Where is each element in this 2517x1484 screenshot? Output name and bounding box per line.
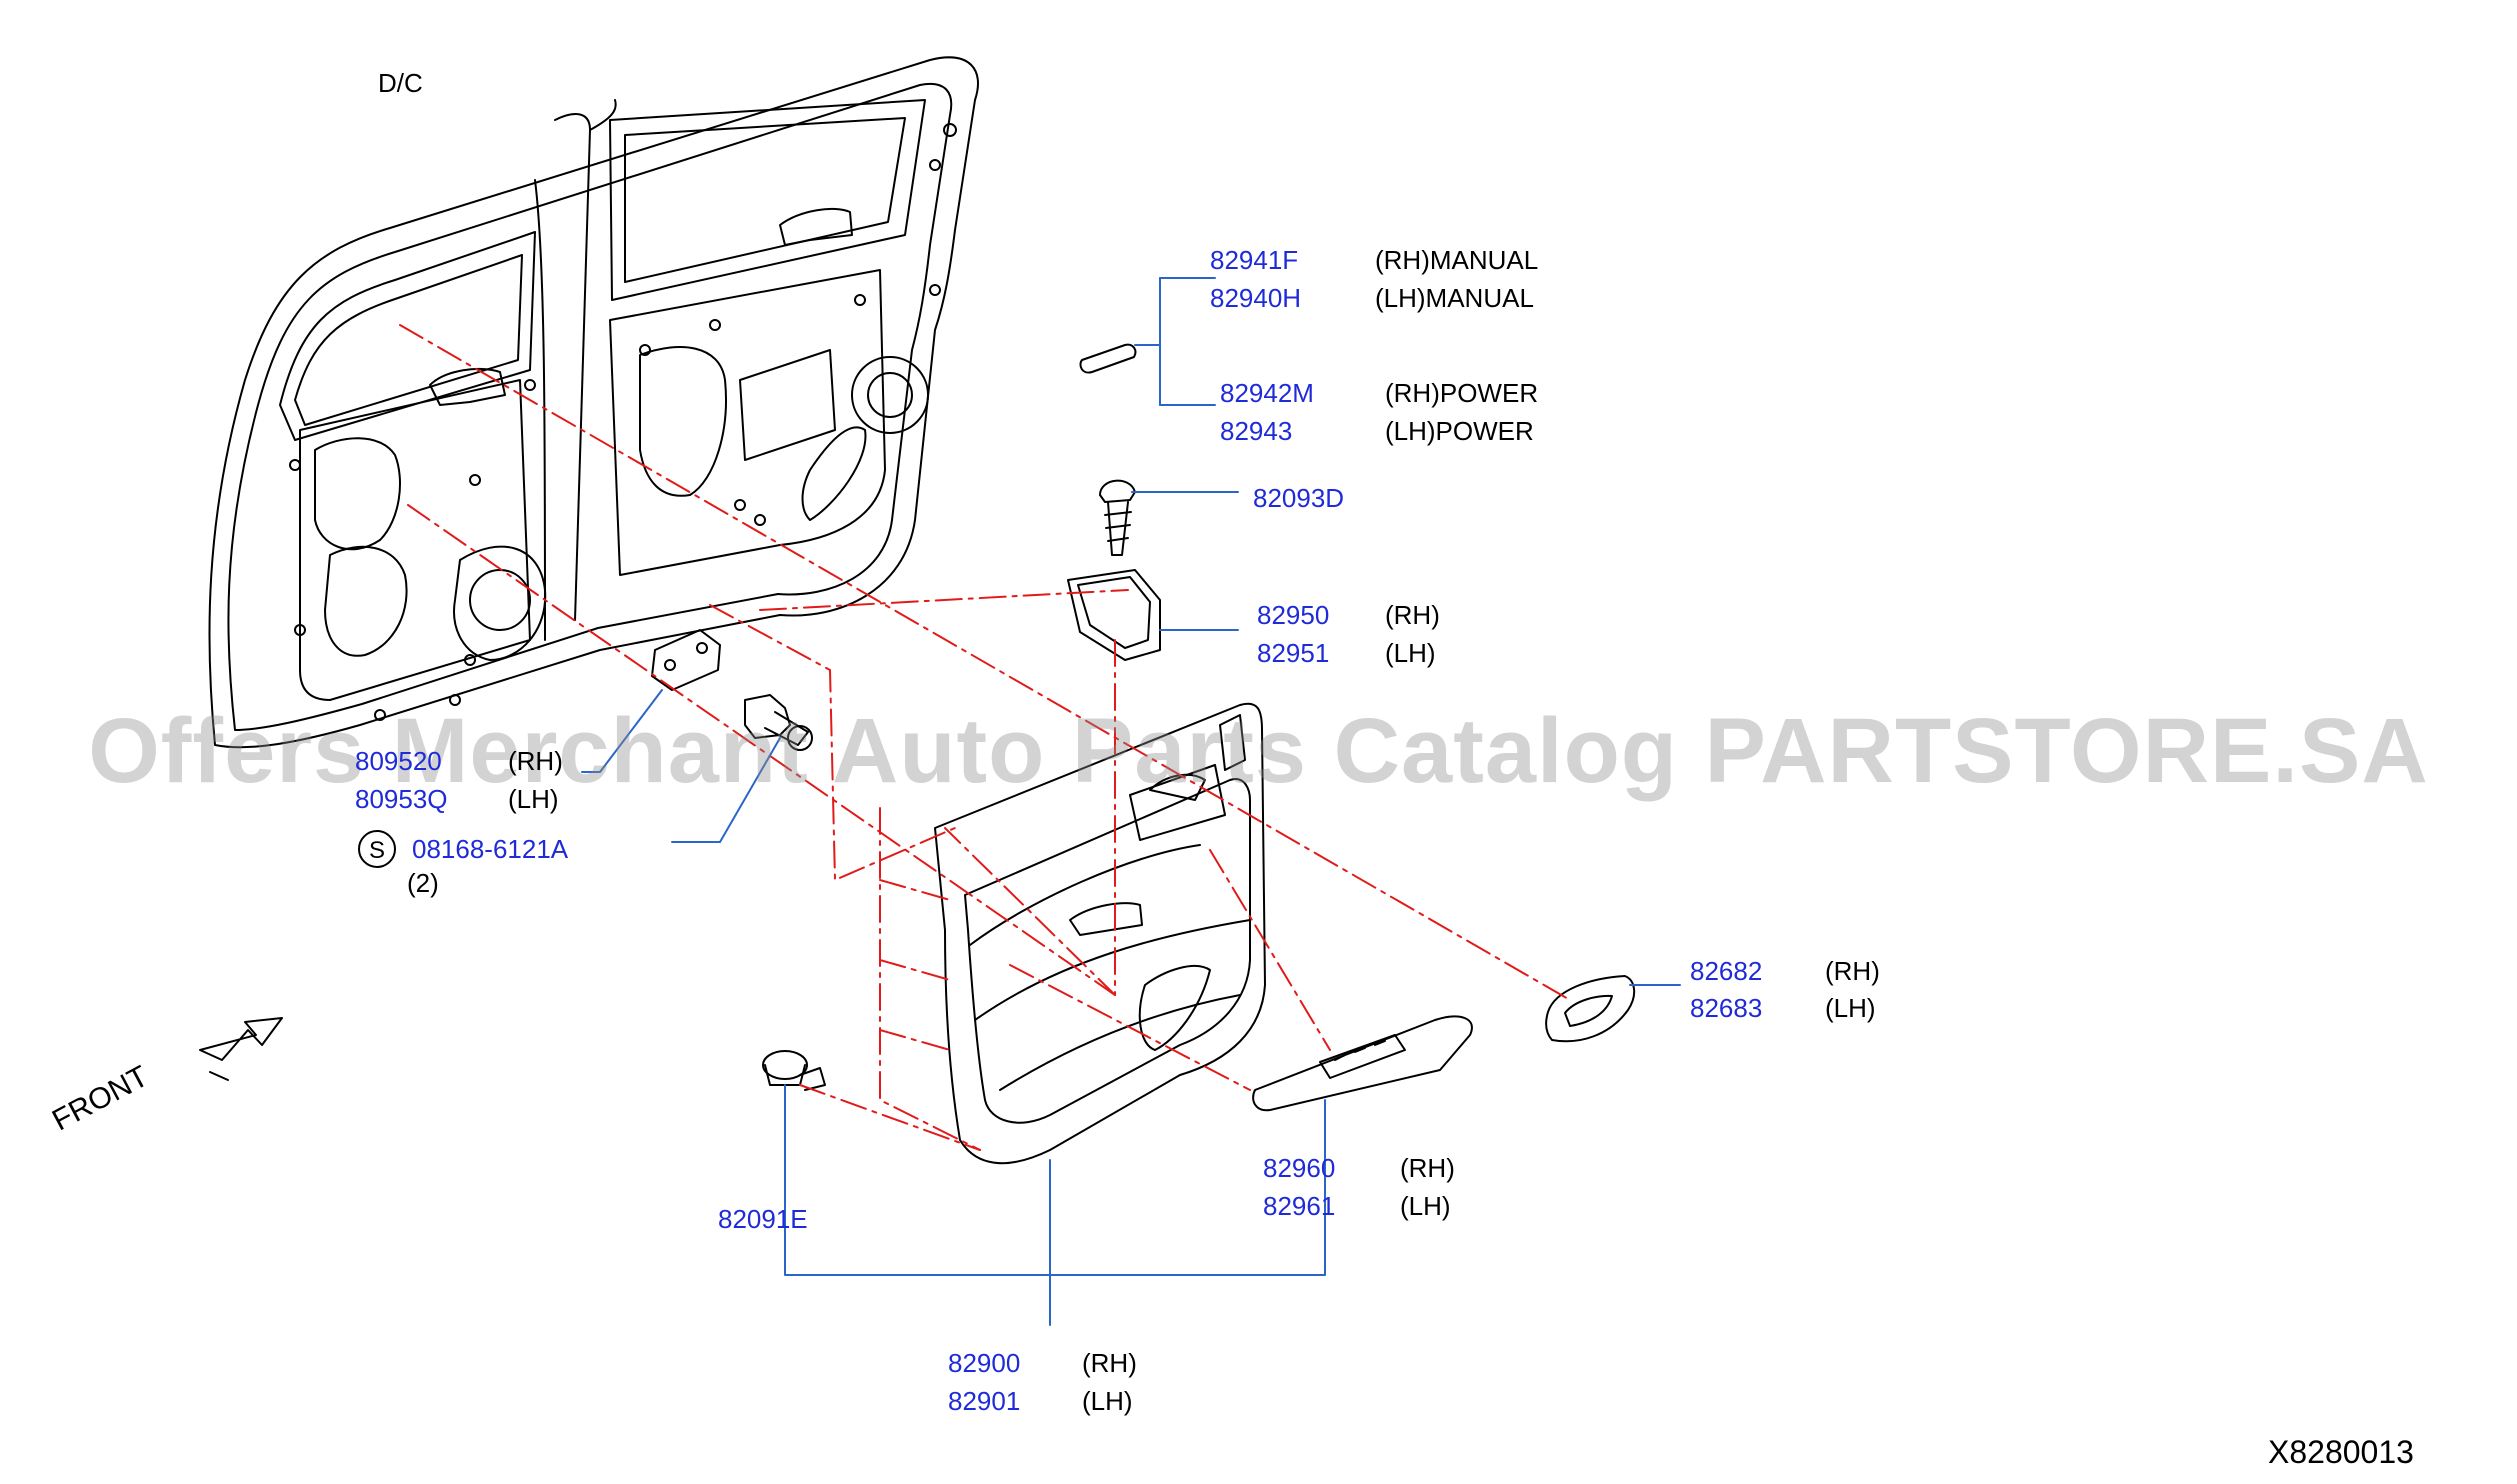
screw-symbol: S	[358, 830, 396, 868]
part-desc-82941F: (RH)MANUAL	[1375, 245, 1539, 275]
part-number-82941F[interactable]: 82941F	[1210, 245, 1299, 275]
part-qty-08168-6121A: (2)	[407, 868, 439, 898]
part-number-82900[interactable]: 82900	[948, 1348, 1021, 1378]
part-number-08168-6121A[interactable]: 08168-6121A	[412, 834, 569, 864]
part-desc-82682: (RH)	[1825, 956, 1880, 986]
part-number-82942M[interactable]: 82942M	[1220, 378, 1314, 408]
part-desc-82961: (LH)	[1400, 1191, 1451, 1221]
clip-82091E	[762, 1050, 826, 1091]
screw-08168-6121A	[744, 694, 813, 751]
part-number-82091E[interactable]: 82091E	[718, 1204, 808, 1234]
lock-knob-82941F	[1079, 343, 1137, 374]
part-desc-82683: (LH)	[1825, 993, 1876, 1023]
part-number-82961[interactable]: 82961	[1263, 1191, 1336, 1221]
part-desc-82960: (RH)	[1400, 1153, 1455, 1183]
window-switch-finisher-82960	[1252, 1015, 1473, 1112]
part-number-82951[interactable]: 82951	[1257, 638, 1330, 668]
front-direction-arrow	[199, 1017, 283, 1081]
part-desc-82900: (RH)	[1082, 1348, 1137, 1378]
diagram-variant-label: D/C	[378, 68, 423, 98]
part-number-80953Q[interactable]: 80953Q	[355, 784, 448, 814]
part-number-82940H[interactable]: 82940H	[1210, 283, 1302, 313]
door-inner-panel-illustration	[208, 56, 979, 749]
switch-bezel-82682	[1545, 975, 1636, 1043]
clip-82093D	[1099, 479, 1136, 556]
part-desc-82940H: (LH)MANUAL	[1375, 283, 1534, 313]
part-number-82950[interactable]: 82950	[1257, 600, 1330, 630]
part-desc-809520: (RH)	[508, 746, 563, 776]
leader-lines	[581, 277, 1681, 1326]
part-number-82943[interactable]: 82943	[1220, 416, 1293, 446]
part-desc-82951: (LH)	[1385, 638, 1436, 668]
part-number-82682[interactable]: 82682	[1690, 956, 1763, 986]
part-number-82093D[interactable]: 82093D	[1253, 483, 1345, 513]
alignment-lines	[399, 324, 1571, 1151]
part-desc-82901: (LH)	[1082, 1386, 1133, 1416]
pull-handle-cup-82950	[1067, 569, 1161, 661]
part-desc-80953Q: (LH)	[508, 784, 559, 814]
part-desc-82943: (LH)POWER	[1385, 416, 1534, 446]
diagram-code: X8280013	[2268, 1434, 2414, 1470]
part-number-809520[interactable]: 809520	[355, 746, 442, 776]
bracket-80952Q	[651, 629, 721, 691]
part-number-82901[interactable]: 82901	[948, 1386, 1021, 1416]
part-number-82683[interactable]: 82683	[1690, 993, 1763, 1023]
part-number-82960[interactable]: 82960	[1263, 1153, 1336, 1183]
door-trim-panel-illustration	[934, 702, 1266, 1165]
part-desc-82942M: (RH)POWER	[1385, 378, 1539, 408]
part-desc-82950: (RH)	[1385, 600, 1440, 630]
